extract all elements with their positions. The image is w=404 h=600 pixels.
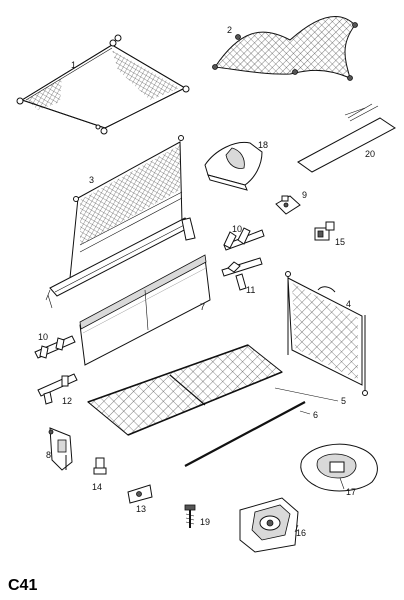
part-10-hook-upper (223, 227, 265, 251)
part-5-floor-net (87, 344, 283, 436)
callout-17: 17 (346, 487, 356, 497)
part-6-rod (184, 401, 307, 469)
callout-6: 6 (313, 410, 318, 420)
callout-16: 16 (296, 528, 306, 538)
diagram-code: C41 (8, 577, 37, 594)
part-16-housing (239, 497, 299, 553)
part-2-floor-net (212, 16, 358, 81)
part-7-partition-panel (79, 254, 211, 366)
part-11-hook (221, 257, 263, 291)
part-14-clip (93, 457, 107, 475)
callout-18: 18 (258, 140, 268, 150)
callout-10-upper: 10 (232, 224, 242, 234)
callout-13: 13 (136, 504, 146, 514)
callout-10-lower: 10 (38, 332, 48, 342)
callout-5: 5 (341, 396, 346, 406)
callout-15: 15 (335, 237, 345, 247)
callout-7: 7 (200, 302, 205, 312)
part-3-safety-net-guard (45, 135, 196, 309)
part-17-storage-tray (300, 443, 378, 492)
part-4-side-net (285, 271, 368, 396)
callout-11: 11 (246, 285, 255, 295)
callout-2: 2 (227, 25, 232, 35)
part-15-clip (314, 221, 335, 241)
callout-19: 19 (200, 517, 210, 527)
part-9-clip (275, 195, 301, 215)
part-19-screw (184, 504, 196, 528)
part-1-cargo-net (16, 34, 190, 135)
callout-14: 14 (92, 482, 102, 492)
part-20-trim-strip (297, 103, 396, 173)
callout-8: 8 (46, 450, 51, 460)
part-13-clip (127, 484, 153, 504)
part-12-hook (37, 373, 78, 405)
callout-3: 3 (89, 175, 94, 185)
part-10-hook-lower (34, 335, 76, 359)
leader-lines (274, 387, 345, 533)
callout-4: 4 (346, 299, 351, 309)
callout-20: 20 (365, 149, 375, 159)
callout-12: 12 (62, 396, 72, 406)
part-18-cover (204, 141, 263, 191)
callout-9: 9 (302, 190, 307, 200)
callout-1: 1 (71, 60, 76, 70)
part-8-bracket (48, 427, 73, 471)
